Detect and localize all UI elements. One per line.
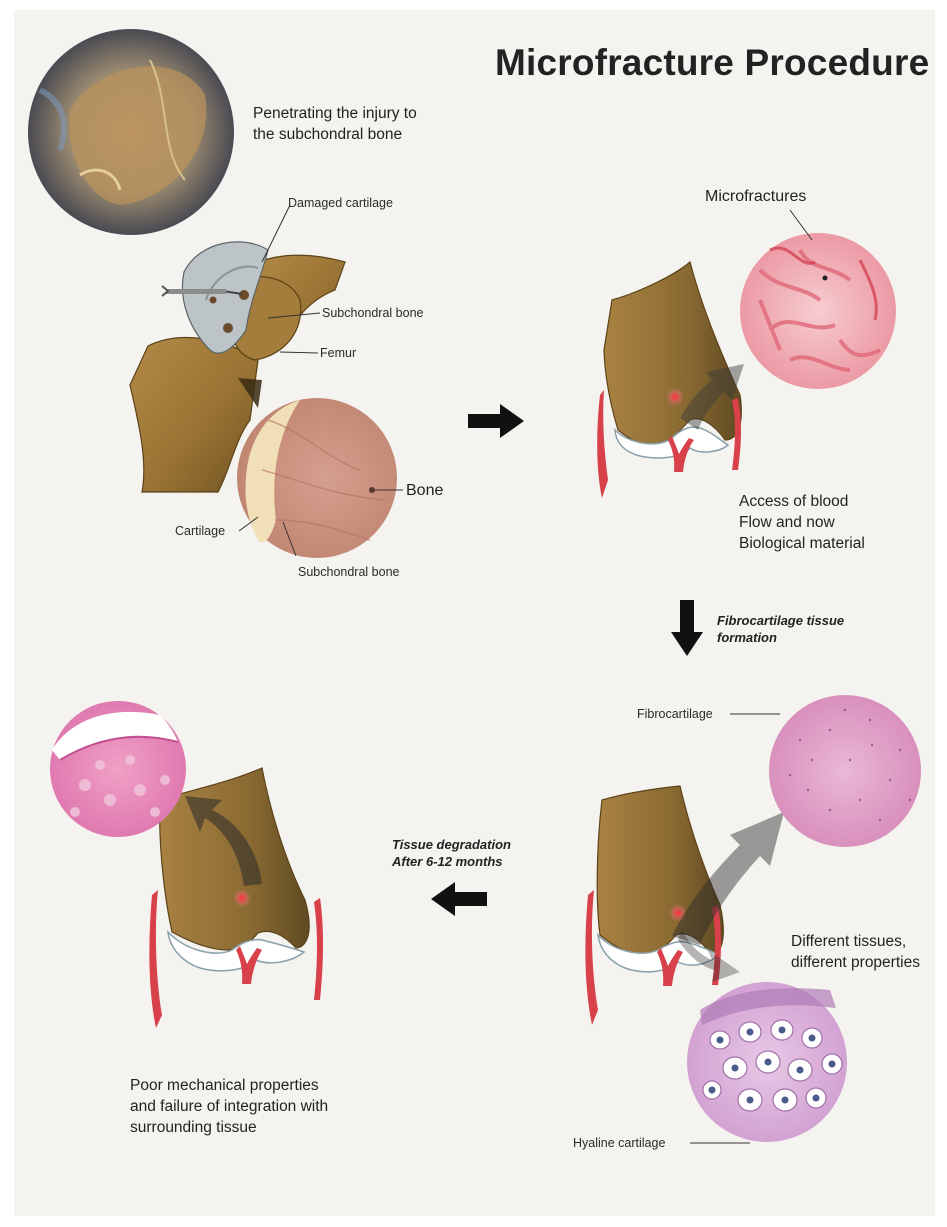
arthroscopy-image <box>28 29 234 235</box>
page-title: Microfracture Procedure <box>495 42 929 84</box>
caption-different: Different tissues, different properties <box>791 931 920 973</box>
label-microfractures: Microfractures <box>705 188 806 206</box>
label-femur: Femur <box>320 346 356 360</box>
caption-penetrating: Penetrating the injury to the subchondra… <box>253 103 417 145</box>
knee-step4-illustration <box>50 701 323 1028</box>
label-bone: Bone <box>406 482 443 500</box>
arrow-label-fibro-formation: Fibrocartilage tissue formation <box>717 612 844 646</box>
label-fibrocartilage: Fibrocartilage <box>637 707 713 721</box>
knee-step2-illustration <box>597 210 896 498</box>
label-hyaline-cartilage: Hyaline cartilage <box>573 1136 665 1150</box>
label-cartilage: Cartilage <box>175 524 225 538</box>
arrow-down <box>671 600 703 656</box>
knee-step3-illustration <box>585 695 921 1143</box>
label-subchondral-bone-bottom: Subchondral bone <box>298 565 399 579</box>
label-subchondral-bone-top: Subchondral bone <box>322 306 423 320</box>
label-damaged-cartilage: Damaged cartilage <box>288 196 393 210</box>
caption-access: Access of blood Flow and now Biological … <box>739 491 865 554</box>
arrow-right <box>468 404 524 438</box>
arrow-label-degradation: Tissue degradation After 6-12 months <box>392 836 511 870</box>
bone-histology-image <box>237 398 403 558</box>
caption-poor: Poor mechanical properties and failure o… <box>130 1075 328 1138</box>
arrow-left <box>431 882 487 916</box>
